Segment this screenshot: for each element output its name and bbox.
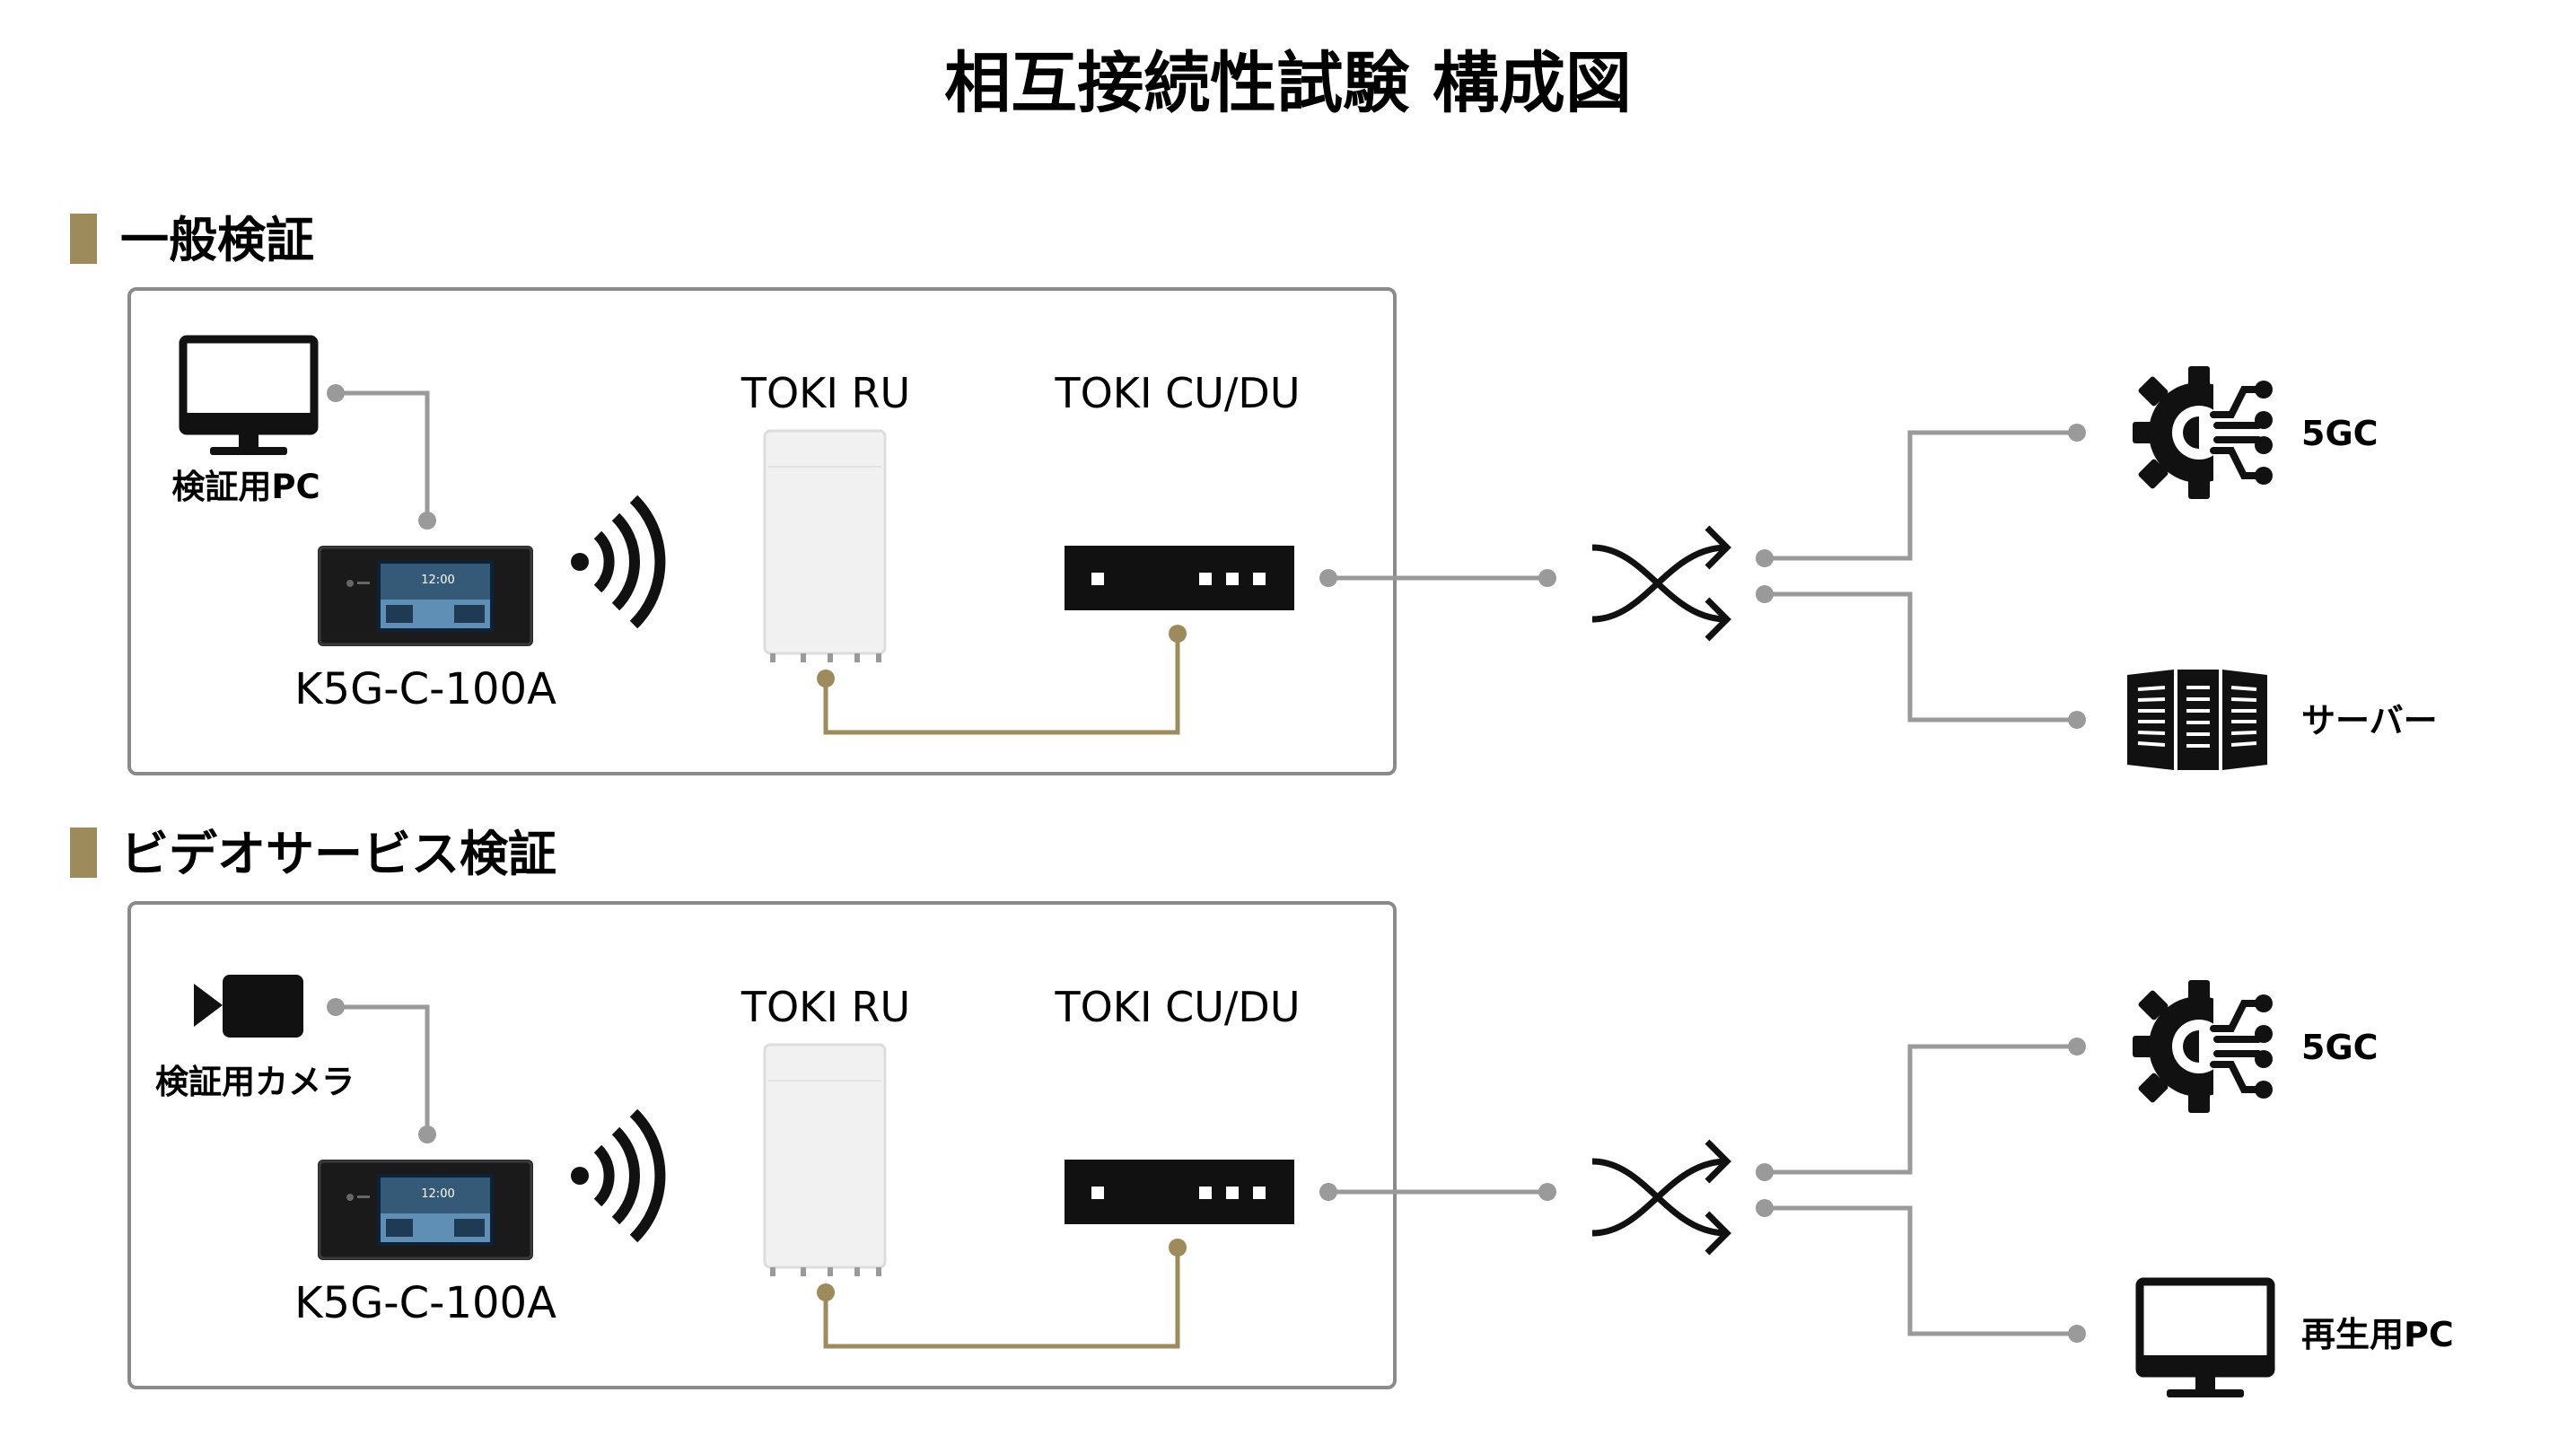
server-rack-icon [2125, 668, 2269, 772]
page-title: 相互接続性試験 構成図 [944, 45, 1632, 122]
target-label: サーバー [2301, 701, 2438, 740]
cudu-unit-icon [1065, 1160, 1294, 1224]
target-label: 5GC [2301, 414, 2379, 453]
section-marker [70, 214, 97, 264]
monitor-icon [2140, 1282, 2271, 1397]
ru-unit-image [763, 1043, 887, 1278]
ru-label: TOKI RU [740, 369, 910, 417]
device-screen-time: 12:00 [421, 1187, 454, 1201]
mobile-router-image [316, 544, 535, 648]
target-label: 再生用PC [2301, 1315, 2454, 1354]
mobile-router-image [316, 1158, 535, 1262]
device-screen-time: 12:00 [421, 574, 454, 587]
fronthaul-line [823, 1248, 1180, 1349]
gear-network-icon [2133, 361, 2285, 504]
wireless-signal-icon [571, 1113, 660, 1239]
cudu-label: TOKI CU/DU [1054, 983, 1300, 1031]
ru-label: TOKI RU [740, 983, 910, 1031]
section-video: ビデオサービス検証 検証用カメラ 12:00 K5G-C-100A TOKI R… [70, 826, 2454, 1397]
cudu-unit-icon [1065, 546, 1294, 610]
section-box [127, 287, 1397, 775]
source-label: 検証用PC [171, 468, 320, 506]
gear-network-icon [2133, 975, 2285, 1118]
switch-shuffle-icon [1592, 528, 1727, 639]
wireless-signal-icon [571, 499, 660, 625]
fronthaul-line [823, 634, 1180, 735]
cudu-label: TOKI CU/DU [1054, 369, 1300, 417]
device-label: K5G-C-100A [294, 664, 556, 714]
switch-shuffle-icon [1592, 1142, 1727, 1253]
target-label: 5GC [2301, 1028, 2379, 1067]
section-marker [70, 828, 97, 878]
ru-unit-image [763, 429, 887, 664]
section-heading: ビデオサービス検証 [120, 826, 556, 882]
source-label: 検証用カメラ [155, 1063, 355, 1101]
monitor-icon [183, 339, 314, 455]
connector-line [336, 1004, 430, 1134]
connector-line [336, 390, 430, 521]
section-general: 一般検証 検証用PC 12:00 K5G-C-100A TOKI RU TOKI… [70, 212, 2438, 775]
device-label: K5G-C-100A [294, 1278, 556, 1328]
section-box [127, 901, 1397, 1389]
section-heading: 一般検証 [120, 212, 314, 268]
video-camera-icon [194, 975, 303, 1038]
